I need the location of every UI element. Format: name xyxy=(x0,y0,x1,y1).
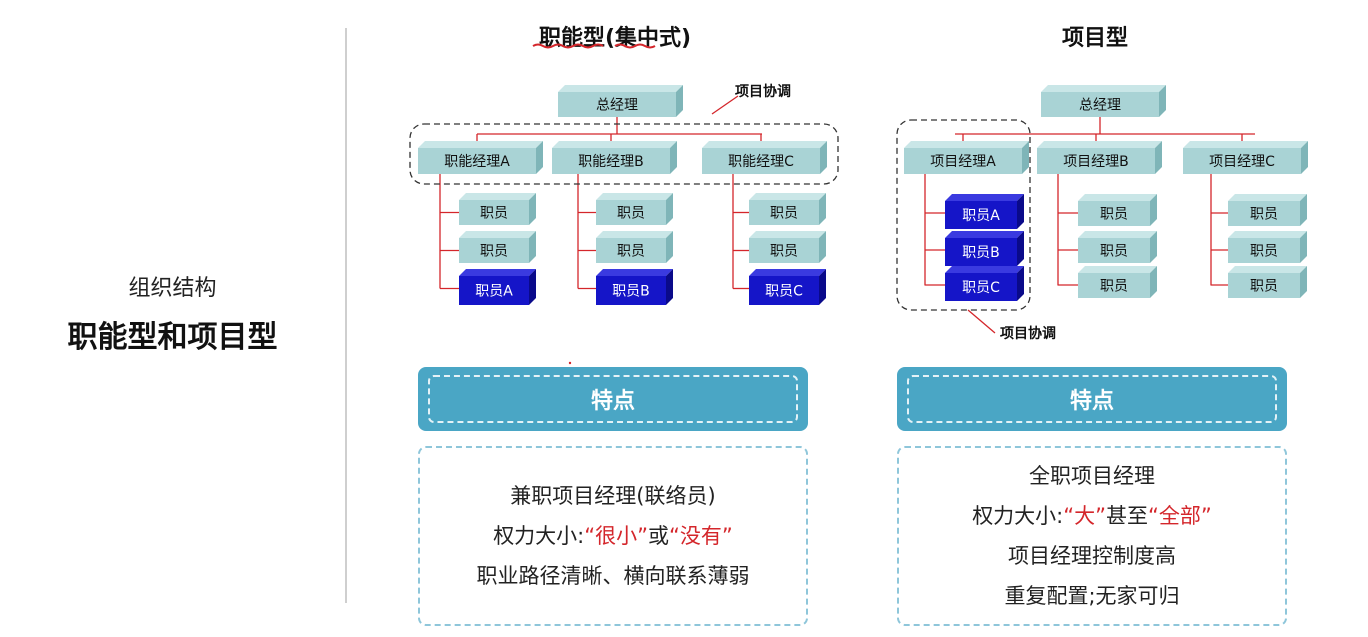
projectized-manager-box: 项目经理B xyxy=(1037,141,1162,174)
box-label: 职员 xyxy=(1250,244,1278,260)
projectized-staff-box: 职员 xyxy=(1078,194,1157,226)
functional-coordination-pointer xyxy=(711,95,739,115)
box-label: 职员 xyxy=(617,206,645,222)
projectized-project-staff-box: 职员A xyxy=(945,194,1024,229)
box-label: 职员 xyxy=(770,206,798,222)
title-underline-1 xyxy=(532,43,604,49)
box-label: 职员A xyxy=(962,208,1000,224)
functional-feature-header-label: 特点 xyxy=(590,389,635,414)
projectized-power-value-2: “全部” xyxy=(1148,504,1212,528)
functional-project-staff-box: 职员C xyxy=(749,269,826,305)
functional-feature-header: 特点 xyxy=(418,367,808,431)
functional-manager-box: 职能经理C xyxy=(702,141,827,174)
box-label: 职能经理C xyxy=(728,154,794,170)
box-label: 职能经理A xyxy=(444,154,510,170)
vertical-divider xyxy=(345,28,347,603)
box-label: 职员 xyxy=(1100,207,1128,223)
box-label: 职员 xyxy=(480,206,508,222)
box-label: 职员 xyxy=(480,244,508,260)
box-label: 项目经理A xyxy=(930,154,996,170)
projectized-power-connector: 甚至 xyxy=(1106,504,1149,528)
functional-general-manager-box: 总经理 xyxy=(558,85,683,117)
title-underline-2 xyxy=(614,43,656,49)
functional-project-staff-box: 职员A xyxy=(459,269,536,305)
box-label: 职员B xyxy=(612,284,650,300)
functional-staff-box: 职员 xyxy=(459,231,536,263)
functional-feature-line2: 权力大小:“很小”或“没有” xyxy=(493,516,733,556)
box-label: 总经理 xyxy=(1079,98,1121,114)
box-label: 职员C xyxy=(962,280,1000,296)
functional-staff-box: 职员 xyxy=(459,193,536,225)
functional-coordination-outline xyxy=(409,123,839,185)
functional-power-value-1: “很小” xyxy=(584,524,649,548)
box-label: 职员A xyxy=(475,284,513,300)
projectized-general-manager-box: 总经理 xyxy=(1041,85,1166,117)
section-title: 职能型和项目型 xyxy=(67,320,278,355)
projectized-staff-box: 职员 xyxy=(1078,231,1157,263)
projectized-feature-line4: 重复配置;无家可归 xyxy=(1004,584,1180,608)
box-label: 职员 xyxy=(1250,279,1278,295)
section-subtitle: 组织结构 xyxy=(128,276,217,301)
box-label: 职员 xyxy=(1100,279,1128,295)
functional-staff-box: 职员 xyxy=(749,193,826,225)
functional-staff-box: 职员 xyxy=(596,231,673,263)
box-label: 职员C xyxy=(765,284,803,300)
functional-project-staff-box: 职员B xyxy=(596,269,673,305)
red-dot xyxy=(568,361,572,365)
functional-manager-box: 职能经理B xyxy=(552,141,677,174)
projectized-staff-box: 职员 xyxy=(1228,266,1307,298)
box-label: 职能经理B xyxy=(578,154,644,170)
projectized-project-staff-box: 职员C xyxy=(945,266,1024,301)
functional-feature-line3: 职业路径清晰、横向联系薄弱 xyxy=(476,564,750,588)
projectized-staff-box: 职员 xyxy=(1228,194,1307,226)
projectized-power-value-1: “大” xyxy=(1063,504,1107,528)
box-label: 职员 xyxy=(770,244,798,260)
functional-manager-box: 职能经理A xyxy=(418,141,543,174)
projectized-staff-box: 职员 xyxy=(1078,266,1157,298)
projectized-staff-box: 职员 xyxy=(1228,231,1307,263)
functional-power-value-2: “没有” xyxy=(669,524,733,548)
projectized-feature-line2: 权力大小:“大”甚至“全部” xyxy=(972,496,1212,536)
projectized-feature-header-label: 特点 xyxy=(1069,389,1114,414)
box-label: 职员 xyxy=(1250,207,1278,223)
functional-coordination-label: 项目协调 xyxy=(735,83,791,100)
functional-power-connector: 或 xyxy=(648,524,670,548)
projectized-coordination-label: 项目协调 xyxy=(1000,325,1056,342)
projectized-coordination-outline xyxy=(896,119,1031,311)
projectized-coordination-pointer xyxy=(967,309,996,334)
box-label: 总经理 xyxy=(596,98,638,114)
projectized-manager-box: 项目经理C xyxy=(1183,141,1308,174)
projectized-feature-header: 特点 xyxy=(897,367,1287,431)
box-label: 项目经理B xyxy=(1063,154,1129,170)
functional-staff-box: 职员 xyxy=(596,193,673,225)
projectized-title: 项目型 xyxy=(1061,26,1128,51)
functional-power-label: 权力大小: xyxy=(493,524,585,548)
box-label: 职员B xyxy=(962,245,1000,261)
projectized-manager-box: 项目经理A xyxy=(904,141,1029,174)
functional-staff-box: 职员 xyxy=(749,231,826,263)
box-label: 职员 xyxy=(617,244,645,260)
functional-feature-body: 兼职项目经理(联络员) 权力大小:“很小”或“没有” 职业路径清晰、横向联系薄弱 xyxy=(418,446,808,626)
box-label: 项目经理C xyxy=(1209,154,1275,170)
box-label: 职员 xyxy=(1100,244,1128,260)
projectized-feature-line1: 全职项目经理 xyxy=(1029,464,1155,488)
projectized-power-label: 权力大小: xyxy=(972,504,1064,528)
functional-feature-line1: 兼职项目经理(联络员) xyxy=(510,484,716,508)
projectized-project-staff-box: 职员B xyxy=(945,231,1024,266)
projectized-feature-line3: 项目经理控制度高 xyxy=(1008,544,1176,568)
projectized-feature-body: 全职项目经理 权力大小:“大”甚至“全部” 项目经理控制度高 重复配置;无家可归 xyxy=(897,446,1287,626)
